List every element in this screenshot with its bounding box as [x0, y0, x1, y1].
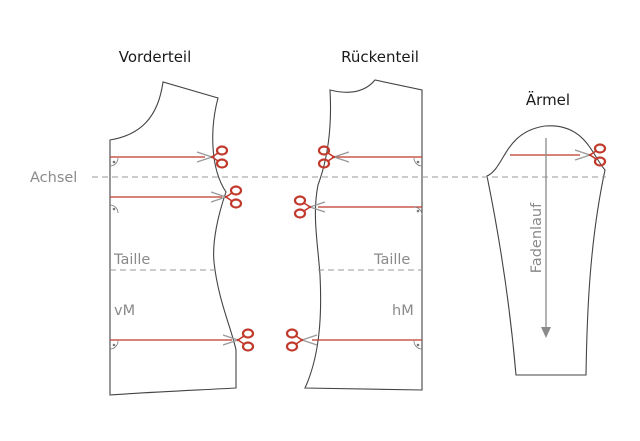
armhole-label: Achsel [30, 170, 77, 186]
front-center-label: vM [114, 303, 135, 319]
grainline-arrowhead [541, 327, 551, 338]
back-center-label: hM [392, 303, 414, 319]
back-piece [304, 79, 423, 391]
waist-label-front: Taille [113, 252, 150, 268]
grainline-label: Fadenlauf [529, 202, 545, 273]
sleeve-title: Ärmel [526, 90, 570, 109]
front-title: Vorderteil [119, 48, 192, 66]
waist-label-back: Taille [373, 252, 410, 268]
back-title: Rückenteil [341, 48, 419, 66]
corner-marks [109, 157, 423, 350]
front-piece [109, 81, 237, 396]
